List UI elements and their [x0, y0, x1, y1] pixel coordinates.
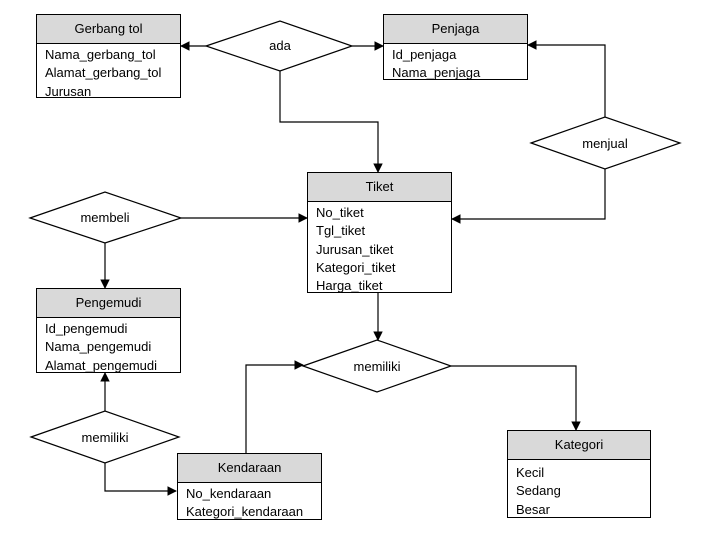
entity-title: Penjaga [384, 15, 527, 44]
relationship-menjual-shape [529, 116, 682, 170]
relationship-label-memiliki-lower: memiliki [81, 430, 129, 445]
entity-attribute: Nama_penjaga [392, 65, 481, 81]
entity-kategori: Kategori Kecil Sedang Besar [507, 430, 651, 518]
entity-title: Kendaraan [178, 454, 321, 483]
entity-title: Pengemudi [37, 289, 180, 318]
entity-attribute: No_tiket [316, 205, 364, 220]
entity-kendaraan: Kendaraan No_kendaraan Kategori_kendaraa… [177, 453, 322, 520]
entity-attribute: Jurusan [45, 83, 92, 99]
entity-attribute: Jurusan_tiket [316, 241, 394, 257]
entity-attribute: Tgl_tiket [316, 223, 366, 239]
entity-attribute: Sedang [516, 483, 561, 499]
entity-attribute: Kecil [516, 465, 545, 480]
relationship-memiliki-lower-shape [29, 410, 181, 464]
connector-memiliki-kategori [451, 365, 581, 431]
connector-menjual-penjaga [527, 40, 606, 117]
entity-attribute: Id_pengemudi [45, 321, 128, 336]
relationship-label-membeli: membeli [80, 210, 130, 225]
relationship-membeli-shape [28, 191, 183, 244]
connector-memiliki-kendaraan [104, 463, 177, 496]
entity-attribute: Alamat_pengemudi [45, 357, 158, 373]
relationship-label-memiliki-upper: memiliki [353, 359, 401, 374]
connector-kendaraan-memiliki [245, 360, 304, 453]
relationship-ada-shape [204, 20, 354, 72]
entity-title: Tiket [308, 173, 451, 202]
connector-ada-tiket [279, 71, 383, 173]
entity-tiket: Tiket No_tiket Tgl_tiket Jurusan_tiket K… [307, 172, 452, 293]
relationship-label-menjual: menjual [582, 136, 628, 151]
entity-attribute: Alamat_gerbang_tol [45, 65, 162, 81]
entity-attribute: Nama_pengemudi [45, 339, 152, 355]
entity-attribute: Besar [516, 501, 550, 517]
entity-pengemudi: Pengemudi Id_pengemudi Nama_pengemudi Al… [36, 288, 181, 373]
entity-attribute: Id_penjaga [392, 47, 457, 62]
entity-title: Gerbang tol [37, 15, 180, 44]
relationship-memiliki-upper-shape [301, 339, 453, 393]
entity-attribute: No_kendaraan [186, 486, 272, 501]
entity-gerbang-tol: Gerbang tol Nama_gerbang_tol Alamat_gerb… [36, 14, 181, 99]
relationship-label-ada: ada [269, 38, 291, 53]
entity-title: Kategori [508, 431, 650, 460]
entity-attribute: Harga_tiket [316, 278, 383, 294]
entity-penjaga: Penjaga Id_penjaga Nama_penjaga [383, 14, 528, 80]
entity-attribute: Kategori_tiket [316, 259, 396, 275]
entity-attribute: Kategori_kendaraan [186, 504, 304, 520]
entity-attribute: Nama_gerbang_tol [45, 47, 156, 62]
connector-menjual-tiket [451, 169, 606, 224]
